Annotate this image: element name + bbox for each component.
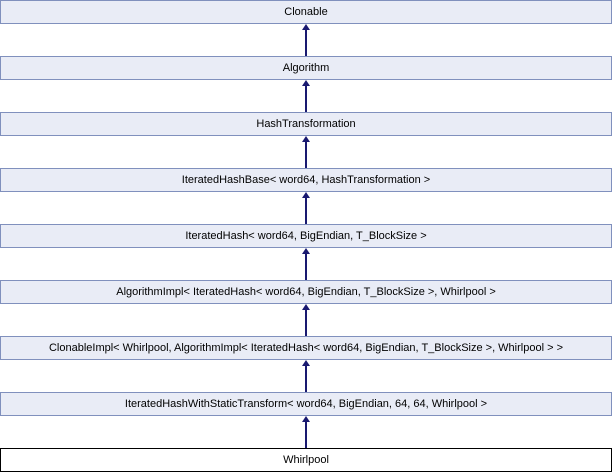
arrow-shaft (305, 254, 307, 280)
inheritance-arrow (302, 248, 310, 280)
class-node-clonableimpl[interactable]: ClonableImpl< Whirlpool, AlgorithmImpl< … (0, 336, 612, 360)
class-node-iteratedhashbase[interactable]: IteratedHashBase< word64, HashTransforma… (0, 168, 612, 192)
arrowhead-up-icon (302, 304, 310, 310)
arrowhead-up-icon (302, 136, 310, 142)
arrowhead-up-icon (302, 248, 310, 254)
inheritance-arrow (302, 192, 310, 224)
inheritance-arrow (302, 416, 310, 448)
arrowhead-up-icon (302, 80, 310, 86)
class-node-whirlpool: Whirlpool (0, 448, 612, 472)
arrow-shaft (305, 366, 307, 392)
class-node-iteratedhashwithstatictransform[interactable]: IteratedHashWithStaticTransform< word64,… (0, 392, 612, 416)
inheritance-arrow (302, 24, 310, 56)
arrow-shaft (305, 198, 307, 224)
arrow-shaft (305, 142, 307, 168)
inheritance-arrow (302, 360, 310, 392)
class-node-clonable[interactable]: Clonable (0, 0, 612, 24)
class-node-algorithmimpl[interactable]: AlgorithmImpl< IteratedHash< word64, Big… (0, 280, 612, 304)
class-node-hashtransformation[interactable]: HashTransformation (0, 112, 612, 136)
arrow-shaft (305, 310, 307, 336)
arrow-shaft (305, 86, 307, 112)
arrow-shaft (305, 422, 307, 448)
arrowhead-up-icon (302, 360, 310, 366)
inheritance-arrow (302, 136, 310, 168)
arrow-shaft (305, 30, 307, 56)
class-node-algorithm[interactable]: Algorithm (0, 56, 612, 80)
arrowhead-up-icon (302, 192, 310, 198)
inheritance-arrow (302, 80, 310, 112)
arrowhead-up-icon (302, 416, 310, 422)
inheritance-arrow (302, 304, 310, 336)
arrowhead-up-icon (302, 24, 310, 30)
class-node-iteratedhash[interactable]: IteratedHash< word64, BigEndian, T_Block… (0, 224, 612, 248)
